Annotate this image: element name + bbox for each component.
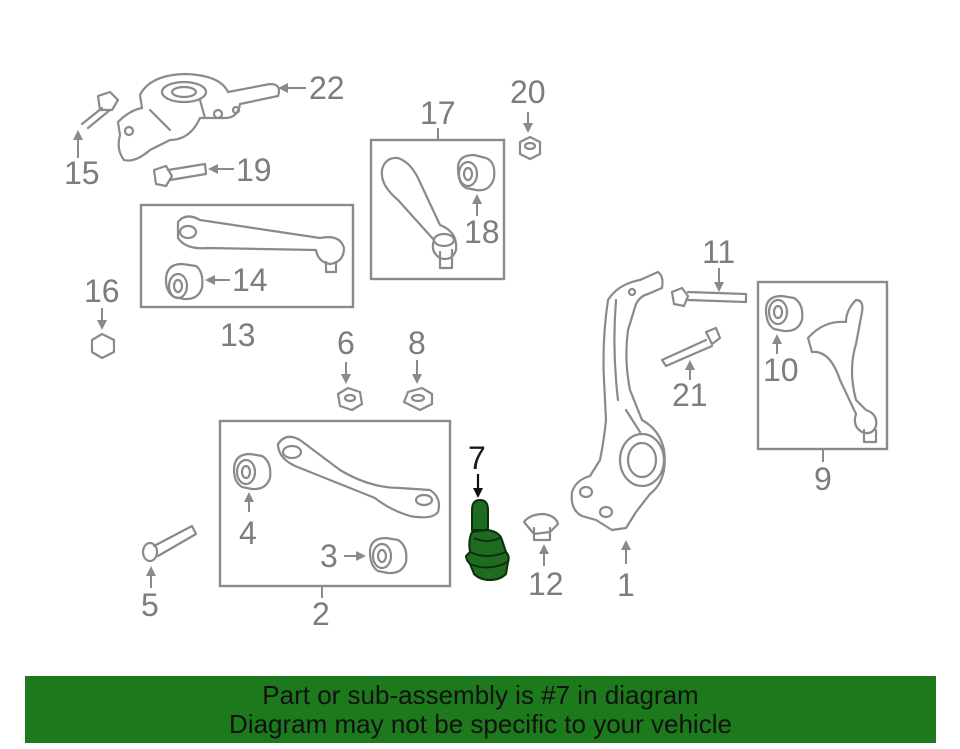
label-22: 22	[309, 70, 345, 106]
part-2-lower-arm	[276, 435, 441, 519]
label-17: 17	[420, 95, 456, 131]
part-22-bracket	[116, 72, 281, 162]
part-12-nut	[522, 512, 560, 542]
box-13	[139, 203, 355, 309]
label-5: 5	[141, 587, 159, 623]
label-16: 16	[84, 273, 120, 309]
part-5-bolt	[141, 524, 198, 563]
part-21-bolt	[660, 326, 722, 368]
part-13-link	[176, 215, 346, 274]
part-16-nut	[90, 332, 116, 360]
label-4: 4	[239, 515, 257, 551]
banner-line-part: Part or sub-assembly is #7 in diagram	[262, 679, 699, 710]
part-18-bushing	[456, 153, 496, 192]
part-9-arm	[806, 298, 878, 444]
part-10-bushing	[764, 294, 804, 333]
label-19: 19	[236, 152, 272, 188]
label-14: 14	[232, 262, 268, 298]
label-1: 1	[617, 567, 635, 603]
label-18: 18	[464, 214, 500, 250]
part-11-bolt	[670, 286, 748, 308]
part-7-ball-joint	[464, 498, 510, 582]
part-17-upper-arm	[380, 156, 458, 270]
label-21: 21	[672, 377, 708, 413]
label-9: 9	[814, 461, 832, 497]
part-15-bolt	[80, 90, 120, 130]
part-20-nut	[518, 135, 542, 161]
label-3: 3	[320, 538, 338, 574]
part-3-bushing	[368, 536, 408, 575]
part-14-bushing	[164, 262, 204, 301]
part-6-nut	[336, 386, 364, 412]
banner-line-disclaimer: Diagram may not be specific to your vehi…	[229, 708, 732, 739]
label-2: 2	[312, 596, 330, 632]
label-15: 15	[64, 155, 100, 191]
label-7: 7	[468, 440, 486, 476]
box-17	[369, 138, 506, 281]
part-4-bushing	[232, 452, 272, 491]
label-13: 13	[220, 317, 256, 353]
part-8-nut	[402, 386, 434, 412]
label-20: 20	[510, 74, 546, 110]
label-8: 8	[408, 325, 426, 361]
label-11: 11	[702, 234, 735, 270]
label-6: 6	[337, 325, 355, 361]
part-19-bolt	[152, 162, 208, 188]
label-12: 12	[528, 566, 564, 602]
label-10: 10	[763, 352, 799, 388]
info-banner: Part or sub-assembly is #7 in diagram Di…	[25, 676, 936, 743]
part-1-knuckle	[570, 270, 666, 532]
box-2	[218, 419, 452, 588]
